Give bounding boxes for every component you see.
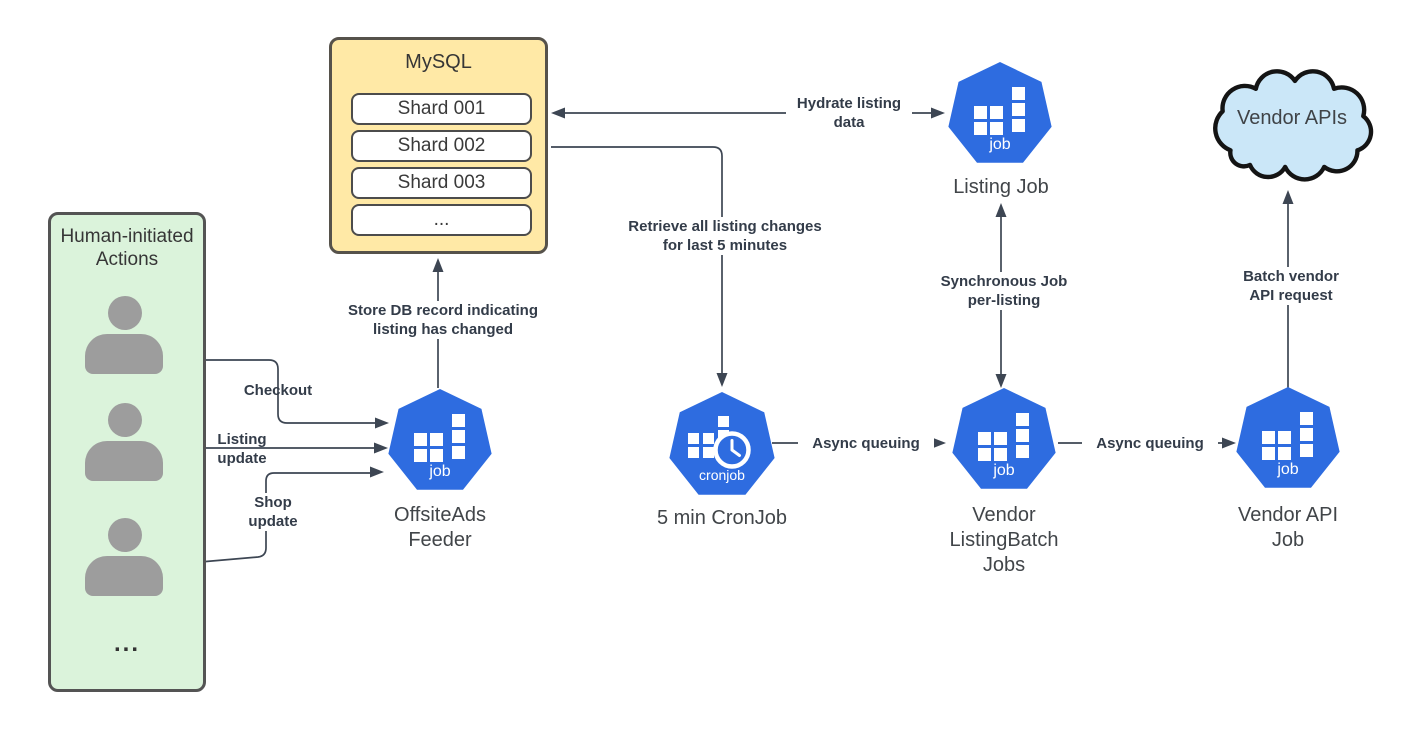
edge-label-async-2: Async queuing bbox=[1082, 434, 1218, 453]
edge-label-listing-update: Listing update bbox=[217, 431, 267, 467]
node-cronjob: cronjob bbox=[669, 392, 775, 495]
edge-retrieve bbox=[551, 146, 728, 387]
person-icon bbox=[85, 518, 165, 596]
node-label-offsiteads-feeder: OffsiteAds Feeder bbox=[394, 504, 486, 551]
mysql-database-box: MySQL Shard 001 Shard 002 Shard 003 ... bbox=[329, 37, 548, 254]
node-label-listing-job: Listing Job bbox=[953, 176, 1049, 198]
shard-row: Shard 002 bbox=[351, 130, 532, 162]
cloud-label: Vendor APIs bbox=[1236, 107, 1348, 129]
k8s-job-badge: job bbox=[1277, 461, 1299, 478]
person-head bbox=[108, 296, 142, 330]
edge-label-hydrate: Hydrate listing data bbox=[786, 94, 912, 132]
edge-label-store-db: Store DB record indicating listing has c… bbox=[330, 301, 556, 339]
k8s-job-badge: job bbox=[429, 463, 451, 480]
mysql-title: MySQL bbox=[405, 51, 472, 73]
edge-label-sync: Synchronous Job per-listing bbox=[926, 272, 1082, 310]
k8s-job-icon bbox=[974, 87, 1025, 135]
edge-label-batch: Batch vendor API request bbox=[1223, 267, 1359, 305]
k8s-cronjob-icon bbox=[688, 416, 751, 469]
person-icon bbox=[85, 403, 165, 481]
edge-checkout bbox=[167, 359, 389, 429]
k8s-job-badge: job bbox=[993, 462, 1015, 479]
k8s-job-icon bbox=[1262, 412, 1313, 460]
cloud-shape bbox=[1213, 69, 1374, 182]
person-body bbox=[85, 334, 163, 374]
edge-label-async-1: Async queuing bbox=[798, 434, 934, 453]
edge-label-shop-update: Shop update bbox=[235, 493, 311, 531]
shard-row: Shard 003 bbox=[351, 167, 532, 199]
node-offsiteads-feeder: job bbox=[388, 389, 492, 490]
node-listing-job: job bbox=[948, 62, 1052, 163]
vendor-apis-cloud: Vendor APIs bbox=[1209, 55, 1375, 187]
node-label-vendor-api-job: Vendor API Job bbox=[1237, 504, 1339, 551]
person-icon bbox=[85, 296, 165, 374]
person-body bbox=[85, 441, 163, 481]
edge-label-retrieve: Retrieve all listing changes for last 5 … bbox=[607, 217, 843, 255]
shard-row: ... bbox=[351, 204, 532, 236]
k8s-cronjob-badge: cronjob bbox=[699, 467, 745, 483]
more-users-ellipsis: ... bbox=[113, 630, 140, 657]
person-head bbox=[108, 403, 142, 437]
human-actions-title: Human-initiated Actions bbox=[60, 226, 194, 270]
person-head bbox=[108, 518, 142, 552]
person-body bbox=[85, 556, 163, 596]
edge-label-checkout: Checkout bbox=[243, 382, 313, 399]
k8s-job-icon bbox=[978, 413, 1029, 461]
shard-list: Shard 001 Shard 002 Shard 003 ... bbox=[351, 93, 532, 241]
k8s-job-badge: job bbox=[989, 136, 1011, 153]
node-vendor-api-job: job bbox=[1236, 387, 1340, 488]
node-label-vendor-listingbatch-jobs: Vendor ListingBatch Jobs bbox=[949, 504, 1059, 576]
node-label-cronjob: 5 min CronJob bbox=[656, 507, 788, 529]
k8s-job-icon bbox=[414, 414, 465, 462]
node-vendor-listingbatch-jobs: job bbox=[952, 388, 1056, 489]
shard-row: Shard 001 bbox=[351, 93, 532, 125]
